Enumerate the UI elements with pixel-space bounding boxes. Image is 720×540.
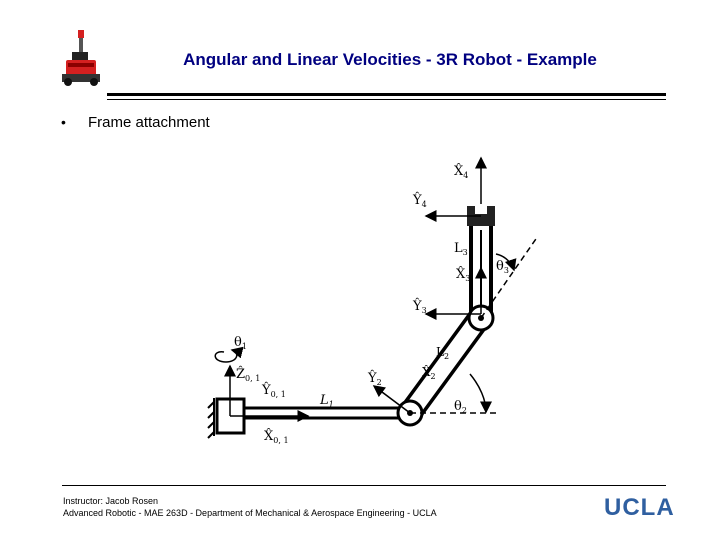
label-l1: L1 [319,393,334,409]
label-x2: X̂2 [422,364,436,381]
label-z01: Ẑ0, 1 [236,366,260,383]
label-theta1: θ1 [234,335,247,351]
label-x4: X̂4 [454,163,468,180]
label-l2: L2 [436,345,449,361]
theta3-rotation-arrow [495,253,517,272]
label-l3: L3 [454,241,468,257]
label-theta3: θ3 [496,259,509,275]
title-rule-thin [107,99,666,100]
footer-rule [62,485,666,486]
theta1-rotation-arrow [214,346,244,363]
bullet-text: Frame attachment [88,114,210,131]
label-theta2: θ2 [454,399,467,415]
label-x01: X̂0, 1 [264,428,289,445]
footer-course: Advanced Robotic - MAE 263D - Department… [63,508,437,518]
title-rule [107,93,666,96]
slide-title: Angular and Linear Velocities - 3R Robot… [183,50,597,69]
link-2 [401,307,490,422]
label-y4: Ŷ4 [412,192,427,209]
bullet-marker: • [61,114,66,130]
ground-hatch [207,398,215,439]
footer-instructor: Instructor: Jacob Rosen [63,496,159,506]
label-x3: X̂3 [456,266,470,283]
label-y2: Ŷ2 [367,370,382,387]
label-y01: Ŷ0, 1 [261,382,286,399]
label-y3: Ŷ3 [412,298,427,315]
robot-logo-icon [62,30,100,86]
ucla-logo: UCLA [604,494,675,521]
theta2-rotation-arrow [469,373,492,414]
robot-frame-diagram: X̂4 Ŷ4 L3 θ3 X̂3 Ŷ3 θ1 Ẑ0, 1 Ŷ0, 1 Ŷ2 L2… [207,156,539,445]
